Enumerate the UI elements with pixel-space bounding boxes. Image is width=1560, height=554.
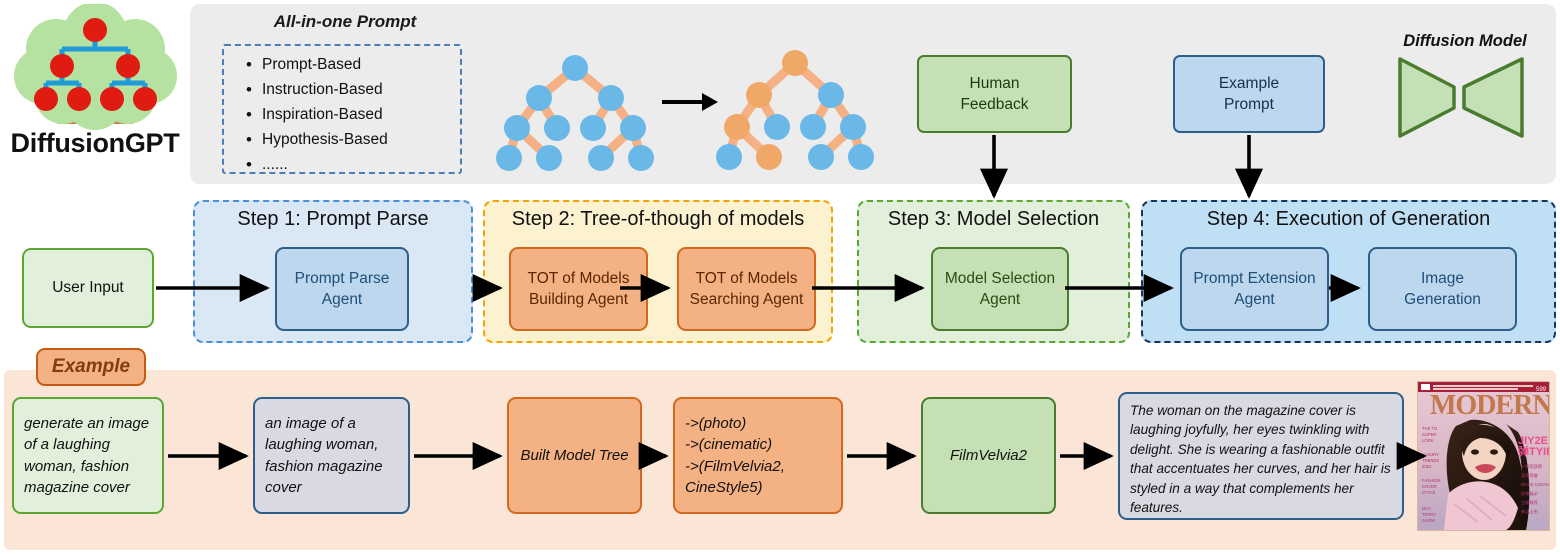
- list-item-label: Prompt-Based: [262, 56, 362, 73]
- list-item: • Prompt-Based: [236, 52, 466, 77]
- svg-text:599: 599: [1536, 387, 1547, 393]
- agent-label: TOT of Models Searching Agent: [689, 270, 804, 308]
- example-text: FilmVelvia2: [950, 446, 1027, 464]
- step-title: Step 3: Model Selection: [887, 208, 1100, 230]
- example-tree-search-path-box: ->(photo) ->(cinematic) ->(FilmVelvia2, …: [673, 397, 843, 514]
- svg-text:MODERN: MODERN: [1430, 390, 1549, 421]
- svg-text:MAX: MAX: [1422, 506, 1431, 511]
- all-in-one-prompt-box: [222, 44, 462, 174]
- agent-label: TOT of Models Building Agent: [527, 270, 630, 308]
- svg-text:LUXURY: LUXURY: [1422, 452, 1439, 457]
- list-item-label: ......: [262, 156, 288, 173]
- svg-text:风格展示: 风格展示: [1521, 490, 1538, 497]
- transform-arrow-icon: [662, 93, 718, 111]
- svg-text:LOOK: LOOK: [1422, 438, 1434, 443]
- step-panel-1: Step 1: Prompt Parse Prompt Parse Agent: [193, 200, 473, 343]
- svg-text:MORE CLEAN: MORE CLEAN: [1521, 482, 1549, 487]
- svg-text:一等奖获得: 一等奖获得: [1521, 463, 1542, 470]
- example-user-prompt-box: generate an image of a laughing woman, f…: [12, 397, 164, 514]
- svg-text:JIY2E: JIY2E: [1518, 435, 1548, 447]
- svg-text:FASHION: FASHION: [1422, 478, 1440, 483]
- candidate-model-tree-icon: [496, 55, 654, 171]
- agent-label: Prompt Parse Agent: [294, 270, 390, 308]
- user-input-box[interactable]: User Input: [22, 248, 154, 328]
- list-item-label: Inspiration-Based: [262, 106, 383, 123]
- bullet-icon: •: [246, 130, 252, 149]
- step-title: Step 4: Execution of Generation: [1206, 208, 1491, 230]
- agent-label: Image Generation: [1404, 270, 1481, 308]
- svg-text:获得荣誉: 获得荣誉: [1521, 472, 1539, 479]
- tree-icon: [8, 2, 183, 179]
- all-in-one-prompt-title: All-in-one Prompt: [273, 12, 417, 31]
- bullet-icon: •: [246, 80, 252, 99]
- list-item: • Hypothesis-Based: [236, 127, 466, 152]
- agent-label: Prompt Extension Agent: [1193, 270, 1316, 308]
- diffusion-model-label: Diffusion Model: [1403, 32, 1527, 50]
- example-badge-label: Example: [51, 356, 131, 377]
- example-selected-model-box: FilmVelvia2: [921, 397, 1056, 514]
- svg-text:TRENDS: TRENDS: [1422, 458, 1439, 463]
- prompt-parse-agent-box[interactable]: Prompt Parse Agent: [275, 247, 409, 331]
- svg-text:THE TO: THE TO: [1422, 426, 1438, 431]
- prompt-type-list: • Prompt-Based • Instruction-Based • Ins…: [236, 52, 466, 177]
- example-text: The woman on the magazine cover is laugh…: [1130, 403, 1391, 516]
- example-badge: Example: [36, 348, 146, 386]
- example-prompt-label: Example Prompt: [1218, 75, 1280, 113]
- step-panel-4: Step 4: Execution of Generation Prompt E…: [1141, 200, 1556, 343]
- list-item-label: Hypothesis-Based: [262, 131, 388, 148]
- page-title: DiffusionGPT: [10, 128, 180, 158]
- example-built-model-tree-box: Built Model Tree: [507, 397, 642, 514]
- list-item: • Instruction-Based: [236, 77, 466, 102]
- svg-text:主编推荐: 主编推荐: [1521, 499, 1538, 506]
- step-panel-2: Step 2: Tree-of-though of models TOT of …: [483, 200, 833, 343]
- model-selection-agent-box[interactable]: Model Selection Agent: [931, 247, 1069, 331]
- svg-text:SUPER: SUPER: [1422, 432, 1436, 437]
- human-feedback-box: Human Feedback: [917, 55, 1072, 133]
- agent-label: Model Selection Agent: [944, 270, 1056, 308]
- svg-text:COVER: COVER: [1422, 484, 1437, 489]
- bullet-icon: •: [246, 155, 252, 174]
- list-item: • ......: [236, 152, 466, 177]
- selected-path-model-tree-icon: [716, 50, 874, 170]
- example-parsed-prompt-box: an image of a laughing woman, fashion ma…: [253, 397, 410, 514]
- svg-text:弹TYIE: 弹TYIE: [1518, 444, 1549, 458]
- list-item: • Inspiration-Based: [236, 102, 466, 127]
- tot-building-agent-box[interactable]: TOT of Models Building Agent: [509, 247, 648, 331]
- example-prompt-box: Example Prompt: [1173, 55, 1325, 133]
- tot-searching-agent-box[interactable]: TOT of Models Searching Agent: [677, 247, 816, 331]
- bullet-icon: •: [246, 55, 252, 74]
- example-text: generate an image of a laughing woman, f…: [24, 414, 150, 497]
- image-generation-box[interactable]: Image Generation: [1368, 247, 1517, 331]
- svg-text:新品上市: 新品上市: [1521, 508, 1538, 515]
- prompt-extension-agent-box[interactable]: Prompt Extension Agent: [1180, 247, 1329, 331]
- list-item-label: Instruction-Based: [262, 81, 383, 98]
- svg-text:SHOW: SHOW: [1422, 518, 1435, 523]
- example-text: ->(photo) ->(cinematic) ->(FilmVelvia2, …: [685, 414, 785, 497]
- example-extended-prompt-box: The woman on the magazine cover is laugh…: [1118, 392, 1404, 520]
- human-feedback-label: Human Feedback: [960, 75, 1029, 113]
- svg-text:TERRY: TERRY: [1422, 512, 1436, 517]
- example-text: an image of a laughing woman, fashion ma…: [265, 414, 383, 497]
- bullet-icon: •: [246, 105, 252, 124]
- step-title: Step 1: Prompt Parse: [237, 208, 429, 230]
- user-input-label: User Input: [52, 279, 124, 296]
- step-panel-3: Step 3: Model Selection Model Selection …: [857, 200, 1130, 343]
- svg-text:2024: 2024: [1422, 464, 1432, 469]
- diffusion-model-icon: [1398, 57, 1524, 138]
- svg-text:STYLE: STYLE: [1422, 490, 1435, 495]
- step-title: Step 2: Tree-of-though of models: [511, 208, 805, 230]
- example-text: Built Model Tree: [520, 446, 629, 464]
